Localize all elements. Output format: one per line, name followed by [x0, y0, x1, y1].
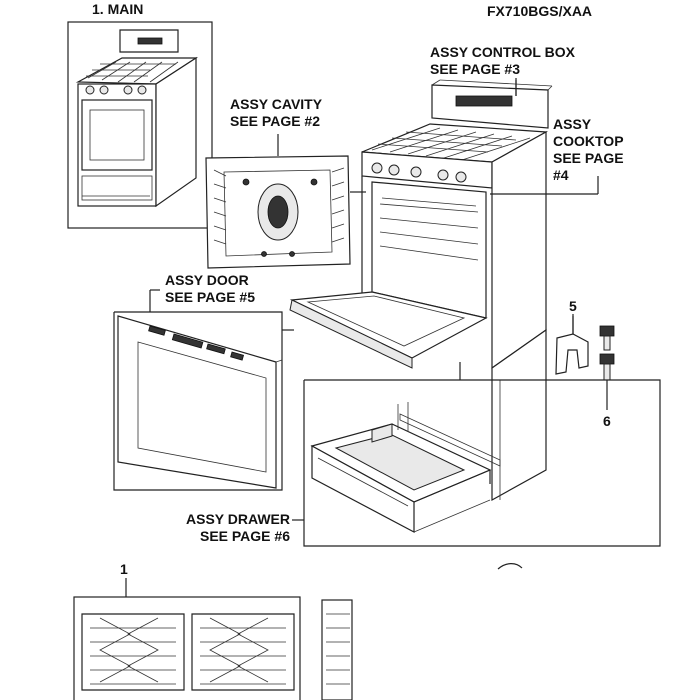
assy-control-box-line2: SEE PAGE #3: [430, 61, 521, 77]
assy-drawer-label[interactable]: ASSY DRAWER SEE PAGE #6: [180, 511, 290, 545]
leader-lines: [113, 80, 661, 547]
drawer-part[interactable]: [310, 402, 501, 533]
door-part[interactable]: [117, 315, 283, 489]
section-title: 1. MAIN: [92, 1, 144, 17]
assy-control-box-label[interactable]: ASSY CONTROL BOX SEE PAGE #3: [430, 44, 575, 78]
callout-part-5[interactable]: 5: [569, 298, 577, 314]
assy-cooktop-line1: ASSY: [553, 116, 592, 132]
part-5-bracket[interactable]: [555, 314, 589, 375]
assy-door-line1: ASSY DOOR: [165, 272, 249, 288]
assy-cooktop-label[interactable]: ASSY COOKTOP SEE PAGE #4: [553, 116, 624, 184]
assy-cavity-label[interactable]: ASSY CAVITY SEE PAGE #2: [230, 96, 322, 130]
assy-door-label[interactable]: ASSY DOOR SEE PAGE #5: [165, 272, 255, 306]
thumbnail-range: [67, 21, 213, 229]
cavity-part[interactable]: [205, 155, 351, 269]
part-6-screws[interactable]: [599, 325, 615, 410]
assy-cavity-line1: ASSY CAVITY: [230, 96, 323, 112]
callout-part-1[interactable]: 1: [120, 561, 128, 577]
main-range-body: [361, 123, 549, 502]
assy-cooktop-line4: #4: [553, 167, 569, 183]
callout-part-6[interactable]: 6: [603, 413, 611, 429]
open-oven-door: [289, 291, 488, 369]
assy-drawer-line2: SEE PAGE #6: [199, 528, 290, 544]
assy-door-line2: SEE PAGE #5: [165, 289, 256, 305]
control-box-part[interactable]: [431, 78, 553, 129]
assy-cooktop-line3: SEE PAGE: [553, 150, 624, 166]
model-number: FX710BGS/XAA: [487, 3, 593, 19]
assy-cooktop-line2: COOKTOP: [553, 133, 624, 149]
assy-control-box-line1: ASSY CONTROL BOX: [430, 44, 575, 60]
assy-drawer-line1: ASSY DRAWER: [186, 511, 290, 527]
assy-cavity-line2: SEE PAGE #2: [230, 113, 321, 129]
cooktop-grates[interactable]: [73, 563, 523, 700]
